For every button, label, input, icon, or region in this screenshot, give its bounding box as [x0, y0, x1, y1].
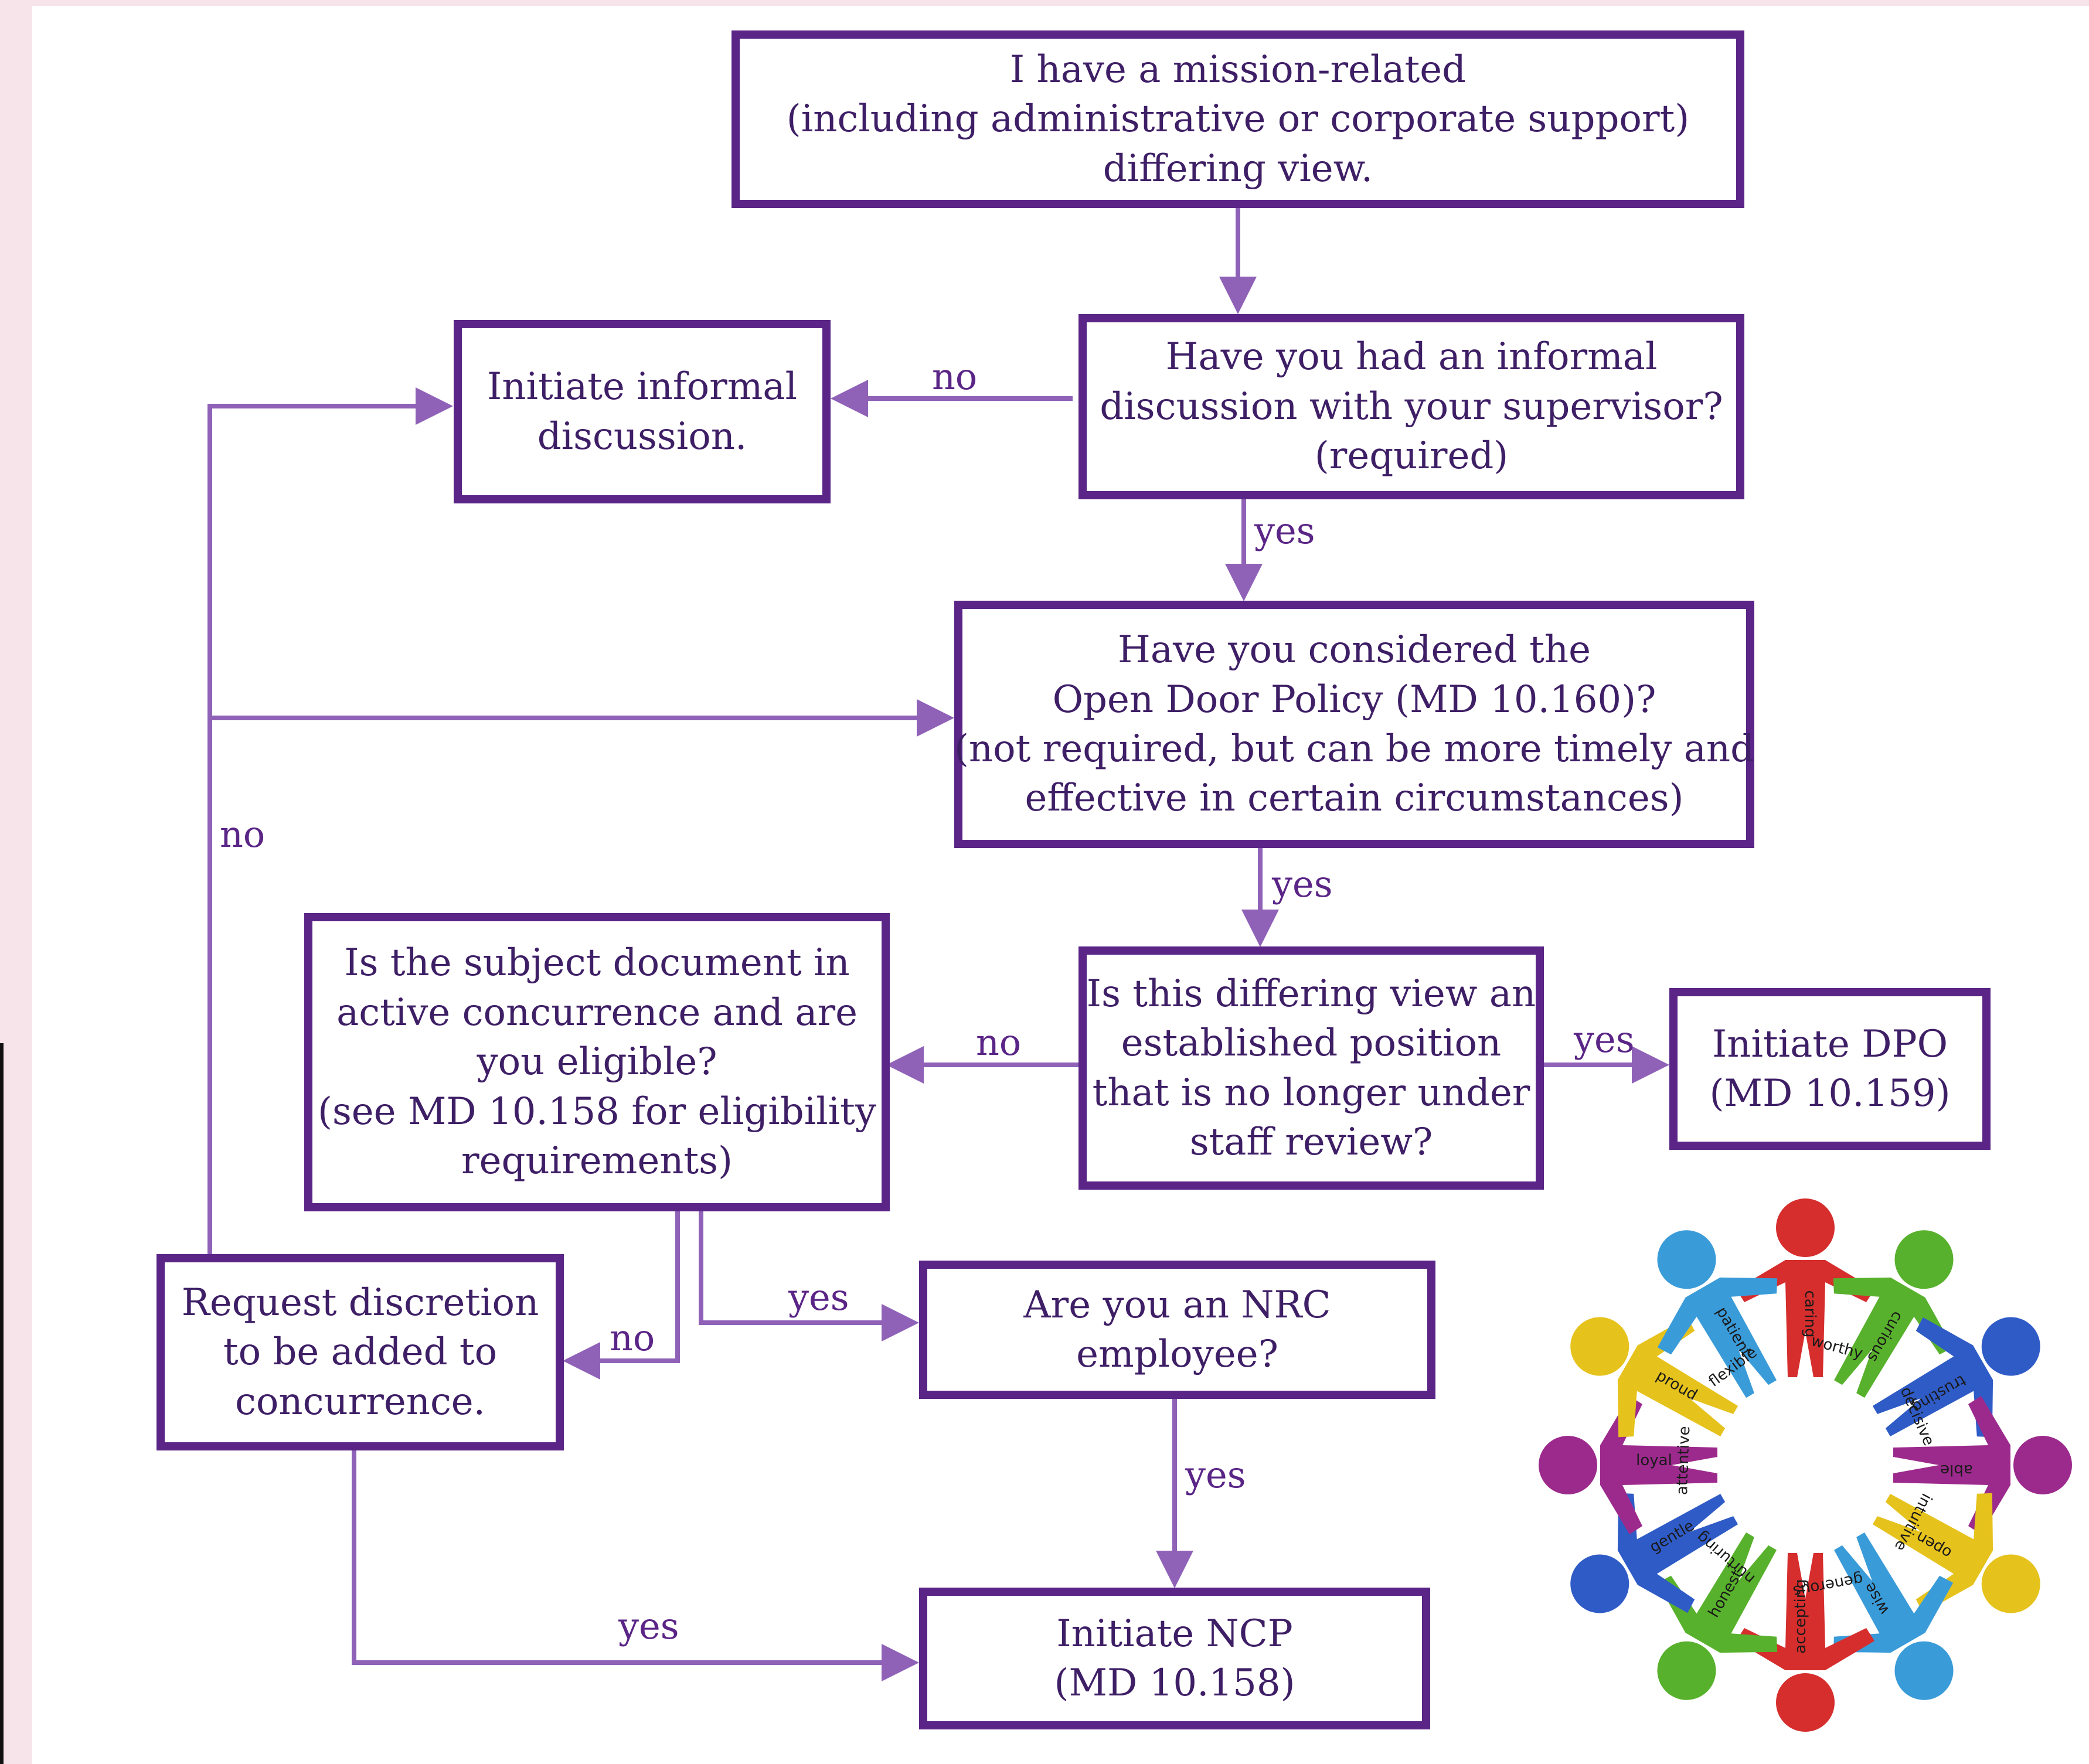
label-left-loop-no: no	[220, 813, 266, 856]
person-word: generous	[1791, 1569, 1864, 1600]
person-body	[1872, 1493, 1993, 1613]
person-word: caring	[1801, 1290, 1819, 1337]
node-q-established: Is this differing view an established po…	[1078, 946, 1544, 1190]
node-request-discretion-line: Request discretion	[181, 1281, 539, 1324]
label-employee-yes: yes	[1185, 1453, 1246, 1496]
node-request-discretion: Request discretion to be added to concur…	[156, 1254, 564, 1450]
node-q-concurrence-line: you eligible?	[477, 1040, 717, 1084]
node-q-nrc-employee: Are you an NRC employee?	[919, 1261, 1435, 1399]
person-body	[1657, 1532, 1778, 1653]
edge-loop-to-informal	[207, 387, 453, 1254]
label-supervisor-yes: yes	[1254, 509, 1315, 552]
person-figure: honest	[1657, 1532, 1778, 1700]
node-start: I have a mission-related (including admi…	[732, 30, 1744, 208]
node-start-line: (including administrative or corporate s…	[786, 97, 1690, 141]
node-q-open-door-line: effective in certain circumstances)	[1025, 777, 1684, 820]
person-body	[1617, 1317, 1738, 1438]
node-request-discretion-line: to be added to	[223, 1330, 498, 1374]
node-initiate-informal: Initiate informal discussion.	[454, 320, 831, 503]
node-initiate-ncp: Initiate NCP (MD 10.158)	[919, 1588, 1430, 1729]
person-head	[1894, 1641, 1954, 1700]
node-start-line: differing view.	[1103, 147, 1373, 190]
node-initiate-informal-line: Initiate informal	[486, 365, 798, 409]
edge-concurrence-yes	[699, 1211, 919, 1341]
node-initiate-dpo-line: Initiate DPO	[1712, 1022, 1948, 1066]
person-figure: wise	[1833, 1532, 1954, 1700]
label-concurrence-yes: yes	[788, 1276, 849, 1319]
white-canvas	[32, 6, 2089, 1764]
person-head	[1981, 1554, 2040, 1613]
person-word: accepting	[1792, 1579, 1809, 1653]
person-figure: curious	[1833, 1230, 1954, 1398]
person-body	[1833, 1277, 1954, 1398]
person-figure: open	[1872, 1493, 2040, 1613]
person-word: attentive	[1673, 1426, 1693, 1496]
person-head	[1570, 1554, 1629, 1613]
node-request-discretion-line: concurrence.	[235, 1380, 485, 1424]
node-q-supervisor-line: discussion with your supervisor?	[1100, 384, 1723, 428]
node-q-established-line: Is this differing view an	[1086, 972, 1536, 1016]
node-q-open-door: Have you considered the Open Door Policy…	[954, 601, 1754, 848]
person-head	[1657, 1641, 1716, 1700]
person-body	[1657, 1277, 1778, 1398]
edge-discretion-yes	[352, 1450, 919, 1681]
node-initiate-dpo-line: (MD 10.159)	[1709, 1072, 1951, 1115]
node-q-established-line: established position	[1121, 1021, 1502, 1065]
node-q-concurrence-line: Is the subject document in	[344, 941, 850, 985]
node-q-supervisor: Have you had an informal discussion with…	[1078, 314, 1744, 499]
node-q-concurrence: Is the subject document in active concur…	[304, 913, 890, 1211]
node-start-line: I have a mission-related	[1009, 47, 1467, 91]
node-initiate-informal-line: discussion.	[537, 414, 747, 458]
person-figure: trusting	[1872, 1317, 2040, 1438]
person-body	[1617, 1493, 1738, 1613]
person-head	[1776, 1198, 1835, 1257]
label-concurrence-no: no	[610, 1316, 655, 1359]
person-body	[1833, 1532, 1954, 1653]
node-initiate-ncp-line: Initiate NCP	[1056, 1612, 1293, 1656]
node-q-nrc-employee-line: Are you an NRC	[1023, 1283, 1331, 1327]
label-established-no: no	[976, 1021, 1022, 1064]
person-figure: proud	[1570, 1317, 1738, 1438]
node-q-open-door-line: (not required, but can be more timely an…	[954, 727, 1755, 771]
node-q-nrc-employee-line: employee?	[1076, 1333, 1278, 1376]
person-head	[1657, 1230, 1716, 1289]
node-initiate-dpo: Initiate DPO (MD 10.159)	[1669, 988, 1991, 1150]
node-q-supervisor-line: Have you had an informal	[1165, 335, 1658, 379]
node-q-established-line: that is no longer under	[1092, 1071, 1530, 1115]
person-figure: gentle	[1570, 1493, 1738, 1613]
node-initiate-ncp-line: (MD 10.158)	[1054, 1661, 1295, 1705]
edge-concurrence-no	[563, 1211, 680, 1380]
person-head	[1894, 1230, 1954, 1289]
node-q-concurrence-line: (see MD 10.158 for eligibility	[317, 1089, 877, 1133]
person-word: loyal	[1636, 1452, 1672, 1469]
label-discretion-yes: yes	[618, 1605, 679, 1647]
person-body	[1872, 1317, 1993, 1438]
person-head	[1539, 1436, 1597, 1494]
node-q-concurrence-line: requirements)	[461, 1139, 733, 1183]
label-supervisor-no: no	[932, 355, 978, 398]
node-q-concurrence-line: active concurrence and are	[336, 990, 858, 1034]
node-q-supervisor-line: (required)	[1314, 434, 1509, 478]
left-edge-bar	[0, 1043, 4, 1764]
person-head	[1776, 1673, 1835, 1732]
person-word: able	[1940, 1461, 1973, 1479]
label-established-yes: yes	[1574, 1018, 1635, 1061]
node-q-open-door-line: Have you considered the	[1118, 628, 1591, 672]
node-q-open-door-line: Open Door Policy (MD 10.160)?	[1052, 677, 1656, 721]
person-head	[2013, 1436, 2072, 1494]
node-q-established-line: staff review?	[1189, 1120, 1433, 1164]
person-head	[1570, 1317, 1629, 1376]
label-open-door-yes: yes	[1272, 863, 1333, 905]
person-head	[1981, 1317, 2040, 1376]
